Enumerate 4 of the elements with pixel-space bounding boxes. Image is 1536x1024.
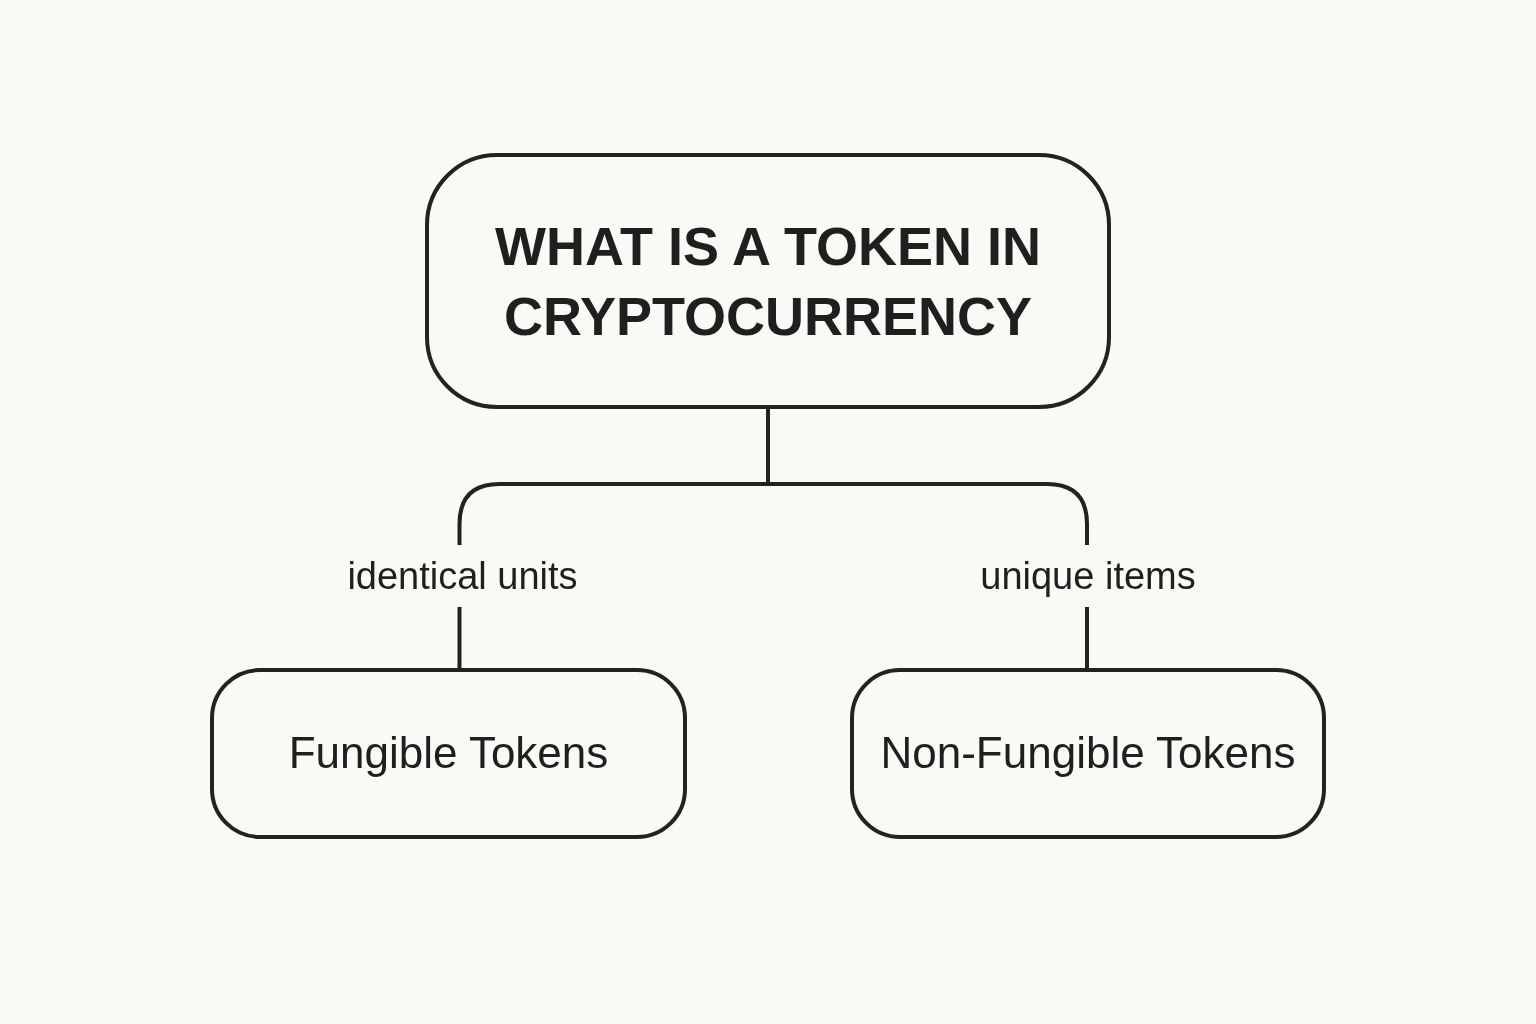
category-box: Non-Fungible Tokens bbox=[850, 668, 1326, 839]
connector-line bbox=[766, 409, 1089, 668]
category-box: Fungible Tokens bbox=[210, 668, 687, 839]
title-box: WHAT IS A TOKEN IN CRYPTOCURRENCY bbox=[425, 153, 1111, 409]
